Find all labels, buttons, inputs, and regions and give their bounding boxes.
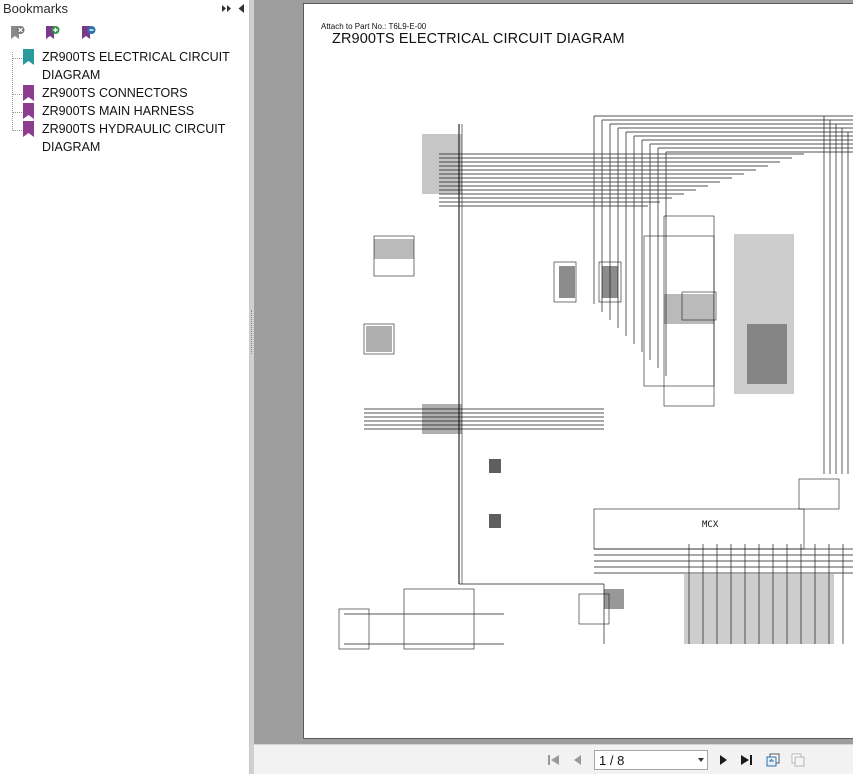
tree-connector	[12, 52, 13, 129]
document-viewer[interactable]: Attach to Part No.: T6L9-E-00 ZR900TS EL…	[254, 0, 853, 744]
page-number-select[interactable]: 1 / 8	[594, 750, 708, 770]
bookmarks-panel: Bookmarks	[0, 0, 250, 774]
chevron-down-icon	[698, 758, 704, 762]
bookmark-label: ZR900TS CONNECTORS	[42, 86, 188, 100]
bookmark-label: ZR900TS ELECTRICAL CIRCUIT DIAGRAM	[42, 50, 230, 82]
bookmark-item-hydraulic-circuit[interactable]: ZR900TS HYDRAULIC CIRCUIT DIAGRAM	[0, 118, 246, 154]
first-page-icon[interactable]	[546, 752, 562, 768]
bookmark-flag-icon	[23, 121, 34, 137]
mcx-block-label: MCX	[702, 520, 719, 530]
bookmark-flag-icon	[23, 103, 34, 119]
splitter-grip[interactable]	[251, 310, 253, 354]
previous-view-icon[interactable]	[765, 752, 781, 768]
next-view-icon[interactable]	[790, 752, 806, 768]
bookmarks-toolbar	[0, 24, 250, 44]
next-page-icon[interactable]	[715, 752, 731, 768]
bookmark-flag-icon	[23, 49, 34, 65]
bookmark-item-electrical-circuit[interactable]: ZR900TS ELECTRICAL CIRCUIT DIAGRAM	[0, 46, 246, 82]
last-page-icon[interactable]	[738, 752, 754, 768]
previous-page-icon[interactable]	[570, 752, 586, 768]
bookmark-label: ZR900TS HYDRAULIC CIRCUIT DIAGRAM	[42, 122, 226, 154]
bookmark-item-connectors[interactable]: ZR900TS CONNECTORS	[0, 82, 246, 101]
document-subtitle: Attach to Part No.: T6L9-E-00	[321, 22, 427, 31]
page-number-value: 1 / 8	[599, 753, 625, 768]
collapse-panel-icon[interactable]	[235, 2, 248, 15]
bookmark-label: ZR900TS MAIN HARNESS	[42, 104, 195, 118]
double-chevron-right-icon[interactable]	[220, 2, 233, 15]
add-bookmark-icon[interactable]	[43, 24, 61, 42]
tree-connector	[12, 58, 22, 59]
circuit-diagram	[338, 115, 853, 650]
panel-splitter[interactable]	[250, 0, 254, 774]
bookmark-properties-icon[interactable]	[79, 24, 97, 42]
tree-connector	[12, 130, 22, 131]
bookmark-item-main-harness[interactable]: ZR900TS MAIN HARNESS	[0, 100, 246, 119]
tree-connector	[12, 94, 22, 95]
document-page: Attach to Part No.: T6L9-E-00 ZR900TS EL…	[303, 3, 853, 739]
bookmarks-header: Bookmarks	[0, 0, 250, 18]
bookmark-flag-icon	[23, 85, 34, 101]
document-title: ZR900TS ELECTRICAL CIRCUIT DIAGRAM	[332, 31, 625, 47]
bookmarks-title: Bookmarks	[3, 1, 69, 16]
tree-connector	[12, 112, 22, 113]
page-navigation-bar: 1 / 8	[254, 744, 853, 774]
delete-bookmark-icon[interactable]	[8, 24, 26, 42]
